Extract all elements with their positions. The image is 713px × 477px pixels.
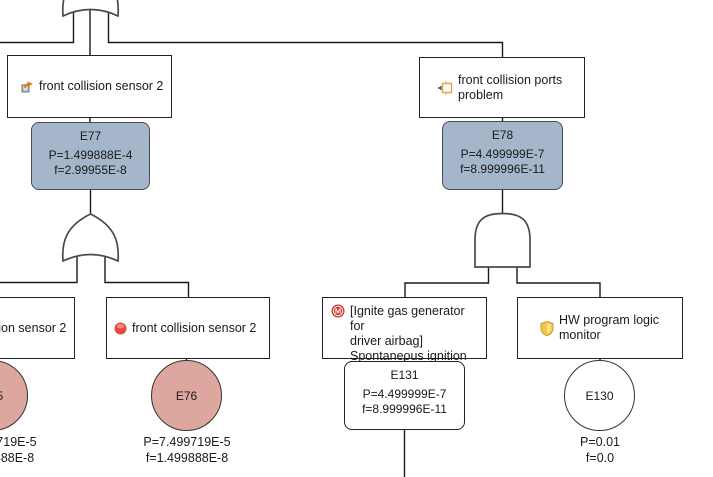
event-label: front collision ports problem	[458, 72, 563, 102]
event-probability: P=4.499999E-7	[460, 147, 545, 161]
or-gate-top[interactable]	[61, 0, 120, 18]
intermediate-event-e131[interactable]: E131 P=4.499999E-7 f=8.999996E-11	[344, 361, 465, 430]
event-frequency: f=1.499888E-8	[145, 450, 229, 465]
basic-event-e130[interactable]: E130	[564, 360, 635, 431]
and-gate-right[interactable]	[474, 212, 531, 268]
event-frequency: f=8.999996E-11	[460, 162, 545, 176]
basic-event-e76[interactable]: E76	[151, 360, 222, 431]
connector-line	[516, 258, 601, 298]
pf-label-e75: P=7.499719E-5 f=1.499888E-8	[0, 435, 63, 466]
event-probability: P=0.01	[580, 435, 620, 449]
shared-reference-icon	[21, 80, 34, 93]
event-frequency: f=8.999996E-11	[362, 402, 447, 416]
event-label: HW program logic monitor	[559, 313, 660, 342]
event-id: E78	[491, 128, 514, 142]
event-probability: P=4.499999E-7	[362, 387, 447, 401]
event-box-ignite-gas-generator[interactable]: M [Ignite gas generator for driver airba…	[322, 297, 487, 363]
connector-line	[0, 8, 75, 44]
event-label: [Ignite gas generator for driver airbag]…	[350, 304, 467, 363]
event-id: E131	[390, 368, 419, 382]
intermediate-event-e77[interactable]: E77 P=1.499888E-4 f=2.99955E-8	[31, 122, 150, 190]
connector-line	[0, 246, 78, 284]
shield-icon	[540, 320, 554, 336]
port-icon	[438, 81, 453, 95]
event-id: E130	[585, 388, 614, 403]
intermediate-event-e78[interactable]: E78 P=4.499999E-7 f=8.999996E-11	[442, 121, 563, 190]
pf-label-e130: P=0.01 f=0.0	[530, 435, 670, 466]
or-gate-left[interactable]	[61, 213, 120, 263]
event-box-front-collision-sensor-2[interactable]: front collision sensor 2	[7, 55, 172, 118]
pf-label-e76: P=7.499719E-5 f=1.499888E-8	[117, 435, 257, 466]
event-id: E76	[175, 388, 198, 403]
event-probability: P=7.499719E-5	[0, 435, 37, 449]
event-id: E77	[79, 129, 102, 143]
event-probability: P=7.499719E-5	[143, 435, 231, 449]
connector-line	[404, 258, 490, 298]
connector-line	[107, 8, 504, 57]
event-frequency: f=1.499888E-8	[0, 450, 35, 465]
connector-line	[104, 246, 190, 298]
event-label: front collision sensor 2	[0, 320, 67, 335]
monitored-m-icon: M	[331, 304, 345, 318]
svg-text:M: M	[335, 307, 341, 316]
event-label: front collision sensor 2	[132, 320, 257, 335]
event-probability: P=1.499888E-4	[48, 148, 133, 162]
event-label: front collision sensor 2	[39, 79, 164, 93]
event-frequency: f=2.99955E-8	[54, 163, 127, 177]
event-box-front-collision-ports-problem[interactable]: front collision ports problem	[419, 57, 585, 118]
event-box-front-collision-sensor-2-basic[interactable]: front collision sensor 2	[106, 297, 270, 359]
event-box-front-collision-sensor-2-partial[interactable]: front collision sensor 2	[0, 297, 75, 359]
basic-event-icon	[114, 322, 127, 335]
event-frequency: f=0.0	[585, 450, 615, 465]
event-id: E75	[0, 389, 3, 403]
event-box-hw-program-logic-monitor[interactable]: HW program logic monitor	[517, 297, 683, 359]
